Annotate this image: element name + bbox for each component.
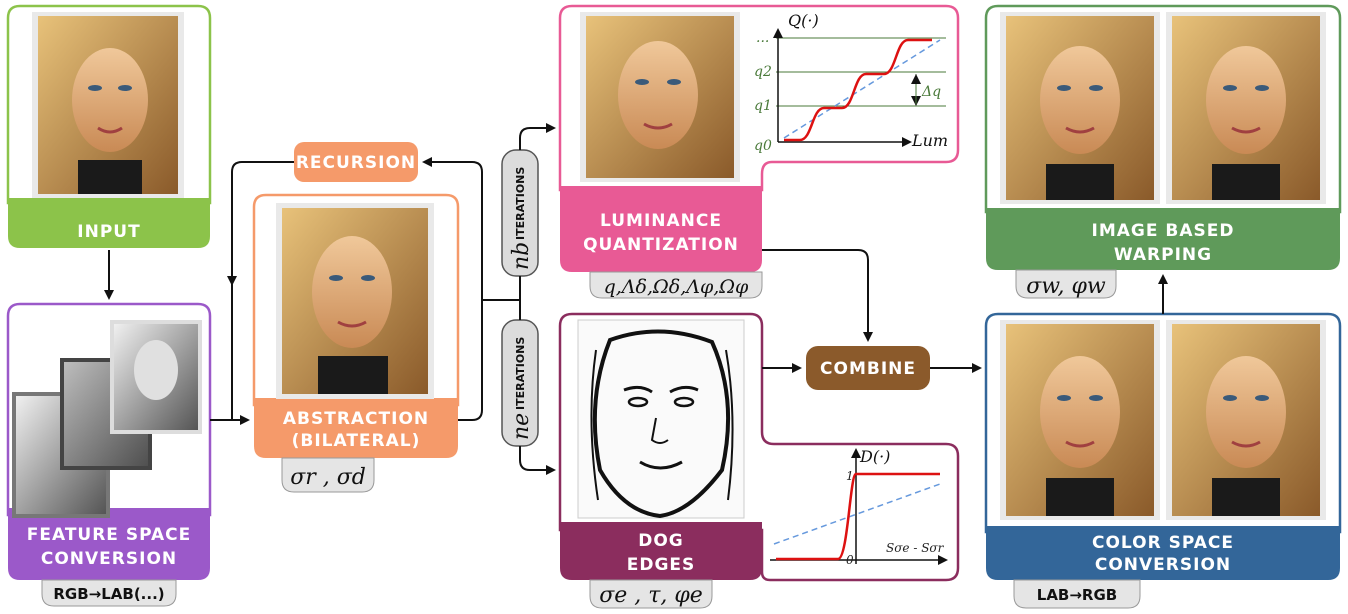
colorspace-photo-right [1166,320,1326,520]
dog-xlabel: Sσe - Sσr [886,541,945,555]
luminance-label-1: LUMINANCE [600,211,722,231]
feature-label-1: FEATURE SPACE [27,525,191,545]
input-node: INPUT [6,4,212,248]
quant-ylabel: Q(·) [788,11,819,30]
abstraction-photo [276,203,434,399]
dog-edges-photo [577,319,745,519]
ne-word: ITERATIONS [514,337,527,410]
feature-param: RGB→LAB(...) [53,585,164,603]
feature-node: FEATURE SPACE CONVERSION RGB→LAB(...) [6,302,212,607]
warping-photo-left [1000,12,1160,204]
dog-graph: D(·) Sσe - Sσr 1 0 [770,447,948,567]
luminance-label-2: QUANTIZATION [583,235,739,255]
dog-node: D(·) Sσe - Sσr 1 0 DOG EDGES σe , τ, φe [558,312,960,609]
quant-tick-more: ... [756,30,769,46]
abstraction-label-1: ABSTRACTION [283,409,429,429]
colorspace-node: COLOR SPACE CONVERSION LAB→RGB [984,312,1342,609]
dog-param: σe , τ, φe [599,583,703,608]
dog-tick-0: 0 [846,553,854,567]
quant-delta: Δq [921,84,941,100]
abstraction-node: ABSTRACTION (BILATERAL) σr , σd [252,193,460,493]
input-label: INPUT [77,222,140,242]
colorspace-label-1: COLOR SPACE [1092,533,1234,553]
warping-param: σw, φw [1026,274,1106,299]
quantization-graph: Q(·) Lum q0 q1 q2 ... Δq [754,11,948,154]
luminance-photo [580,12,740,182]
colorspace-param: LAB→RGB [1037,586,1117,604]
quant-tick-q0: q0 [754,138,772,154]
luminance-node: Q(·) Lum q0 q1 q2 ... Δq LUMINANCE QUANT… [558,4,960,299]
quant-tick-q1: q1 [754,98,772,114]
dog-tick-1: 1 [846,469,854,483]
dog-label-1: DOG [638,531,684,551]
arrow-abstraction-recursion [422,157,483,421]
warping-node: IMAGE BASED WARPING σw, φw [984,4,1342,299]
warping-label-2: WARPING [1114,245,1212,265]
recursion-node: RECURSION [294,142,418,182]
combine-node: COMBINE [806,346,930,390]
warping-label-1: IMAGE BASED [1092,221,1235,241]
feature-label-2: CONVERSION [41,549,177,569]
nb-iterations-pill: nb ITERATIONS [501,149,539,277]
dog-ylabel: D(·) [859,447,890,466]
nb-word: ITERATIONS [514,167,527,240]
arrow-split-luminance [519,123,556,150]
colorspace-label-2: CONVERSION [1095,555,1231,575]
abstraction-label-2: (BILATERAL) [292,431,421,451]
quant-tick-q2: q2 [754,64,772,80]
connectors [104,123,1168,475]
combine-label: COMBINE [820,359,916,379]
nb-symbol: nb [509,242,534,270]
dog-label-2: EDGES [627,555,696,575]
arrow-luminance-combine [762,249,873,342]
colorspace-photo-left [1000,320,1160,520]
warping-photo-right [1166,12,1326,204]
ne-iterations-pill: ne ITERATIONS [501,319,539,447]
quant-xlabel: Lum [911,131,948,150]
ne-symbol: ne [509,413,534,440]
recursion-label: RECURSION [296,153,416,173]
luminance-param: q,Λδ,Ωδ,Λφ,Ωφ [604,276,749,298]
abstraction-param: σr , σd [290,465,366,490]
arrow-recursion-back [227,161,294,286]
arrow-split-dog [519,446,556,475]
input-photo [32,12,184,198]
feature-photo-stack [12,320,202,518]
